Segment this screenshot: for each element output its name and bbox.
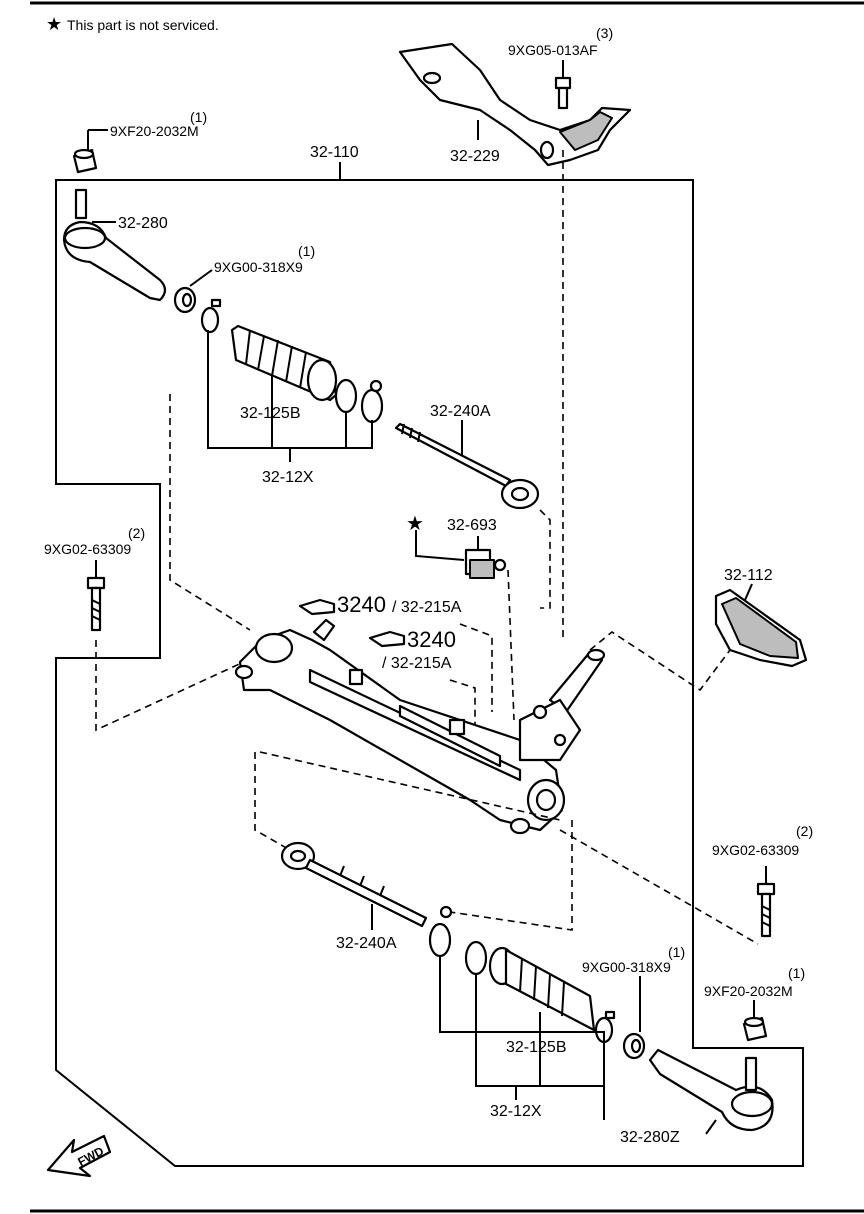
- boot-32-125b-top: [230, 324, 338, 402]
- star-marker-32-693: ★: [406, 513, 424, 535]
- boot-clamp-large-top: [360, 379, 384, 424]
- label-nut-inner-top-qty: (1): [298, 243, 315, 259]
- nut-9xf20-2032m-right: [742, 1016, 768, 1042]
- label-32-229: 32-229: [450, 148, 500, 165]
- label-nut-right-qty: (1): [788, 965, 805, 981]
- steering-gear-housing: [234, 618, 606, 835]
- dash-bolt-left: [95, 640, 249, 732]
- bolt-9xg02-63309-right: [756, 882, 776, 938]
- boot-ring-top: [334, 378, 358, 414]
- label-ref1-small: / 32-215A: [392, 599, 462, 616]
- label-ref2-big: 3240: [407, 627, 456, 652]
- dash-housing-bottom: [449, 820, 573, 931]
- dash-housing-center: [259, 751, 561, 821]
- label-32-240a-top: 32-240A: [430, 403, 491, 420]
- leader-nut-inner-top: [189, 269, 213, 287]
- dash-housing-left: [169, 394, 251, 631]
- label-bolt-top-qty: (3): [596, 25, 613, 41]
- label-nut-right: 9XF20-2032M: [704, 983, 793, 999]
- dash-insulator: [589, 631, 731, 692]
- heat-shield-32-229: [398, 42, 632, 167]
- label-ref2-small: / 32-215A: [382, 655, 452, 672]
- label-bolt-right-qty: (2): [796, 823, 813, 839]
- dash-ref1: [459, 623, 493, 712]
- label-bolt-top: 9XG05-013AF: [508, 42, 598, 58]
- boot-clamp-small-top: [200, 298, 222, 334]
- label-32-110: 32-110: [310, 144, 359, 161]
- nut-9xg00-318x9-bottom: [622, 1032, 646, 1060]
- boot-ring-bottom: [464, 940, 488, 976]
- bracket-32-12x-bottom: [439, 956, 605, 1120]
- dash-ref2: [449, 679, 476, 730]
- dash-housing-bottom-left: [254, 752, 291, 851]
- label-ref1-big: 3240: [337, 592, 386, 617]
- label-32-125b-top: 32-125B: [240, 405, 301, 422]
- dash-sensor: [507, 569, 515, 721]
- label-nut-inner-bottom-qty: (1): [668, 944, 685, 960]
- label-32-693: 32-693: [447, 517, 497, 534]
- label-nut-inner-top: 9XG00-318X9: [214, 259, 303, 275]
- bolt-9xg05-013af: [554, 76, 572, 110]
- label-32-280: 32-280: [118, 215, 168, 232]
- dash-tierod-top: [539, 509, 551, 609]
- label-bolt-right: 9XG02-63309: [712, 842, 799, 858]
- ref-3240-1: 3240 / 32-215A: [298, 592, 462, 617]
- label-bolt-left-qty: (2): [128, 525, 145, 541]
- label-bolt-left: 9XG02-63309: [44, 541, 131, 557]
- tie-rod-end-32-280z: [648, 1048, 774, 1132]
- label-nut-left-qty: (1): [190, 109, 207, 125]
- label-nut-left: 9XF20-2032M: [110, 123, 199, 139]
- bracket-bottom-join: [475, 1050, 604, 1087]
- boot-clamp-large-bottom: [428, 905, 453, 958]
- insulator-32-112: [714, 588, 808, 668]
- fwd-arrow: FWD: [46, 1134, 112, 1178]
- boot-32-125b-bottom: [488, 946, 596, 1032]
- leader-star-32-693: [415, 530, 465, 561]
- not-serviced-star: ★: [46, 14, 62, 34]
- not-serviced-note: This part is not serviced.: [67, 17, 219, 33]
- sensor-32-693: [464, 548, 507, 579]
- nut-9xf20-2032m-left: [72, 148, 98, 174]
- label-32-12x-bottom: 32-12X: [490, 1103, 542, 1120]
- leader-32-280z: [705, 1119, 717, 1135]
- label-32-280z: 32-280Z: [620, 1129, 680, 1146]
- label-32-240a-bottom: 32-240A: [336, 935, 397, 952]
- tie-rod-32-240a-top: [394, 422, 540, 510]
- label-32-12x-top: 32-12X: [262, 469, 314, 486]
- bolt-9xg02-63309-left: [86, 576, 106, 632]
- label-nut-inner-bottom: 9XG00-318X9: [582, 959, 671, 975]
- dash-housing-right: [559, 829, 759, 945]
- label-32-125b-bottom: 32-125B: [506, 1039, 567, 1056]
- assembly-outline-32-110: [55, 179, 804, 1167]
- leader-32-112: [744, 583, 753, 601]
- ref-3240-2: 3240 / 32-215A: [368, 627, 456, 672]
- label-32-112: 32-112: [724, 567, 773, 584]
- tie-rod-32-240a-bottom: [280, 841, 428, 928]
- nut-9xg00-318x9-top: [173, 286, 197, 314]
- tie-rod-end-32-280: [62, 188, 167, 302]
